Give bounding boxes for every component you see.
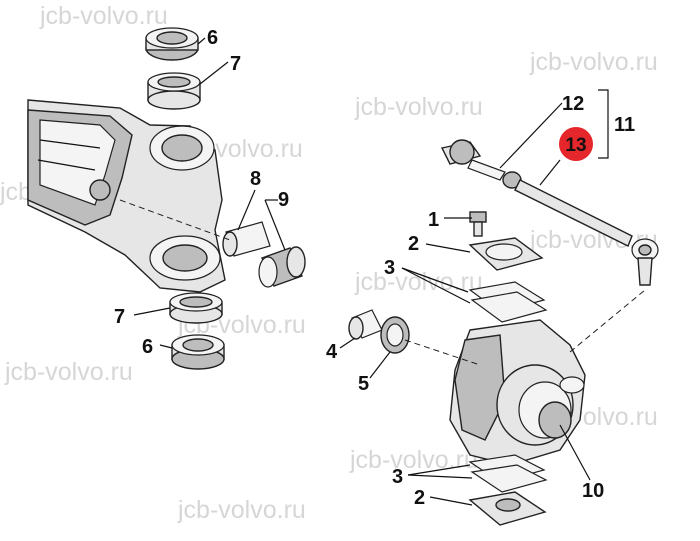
part-1-bolt xyxy=(469,211,487,237)
callout-1: 1 xyxy=(428,209,439,231)
tie-rod-assembly xyxy=(440,139,659,286)
part-8-bushing xyxy=(222,221,271,257)
callout-3-top: 3 xyxy=(384,257,395,279)
part-4-bushing xyxy=(348,309,383,340)
callout-13-highlight xyxy=(559,127,593,161)
watermark-12: jcb-volvo.ru xyxy=(177,496,306,524)
part-7-bottom-bearing xyxy=(169,292,223,324)
part-7-top-bearing xyxy=(147,72,201,110)
leader-lines xyxy=(133,37,609,506)
callout-4: 4 xyxy=(326,341,338,363)
part-2-top-plate xyxy=(468,237,544,271)
callout-7-bottom: 7 xyxy=(114,306,125,328)
callout-9: 9 xyxy=(278,189,289,211)
callout-6-bottom: 6 xyxy=(142,336,153,358)
callout-6-top: 6 xyxy=(207,27,218,49)
watermark-1: jcb-volvo.ru xyxy=(39,2,168,30)
callout-2-bottom: 2 xyxy=(414,487,425,509)
callout-7-top: 7 xyxy=(230,53,241,75)
part-5-seal xyxy=(380,316,410,354)
watermark-3: jcb-volvo.ru xyxy=(354,93,483,121)
part-6-bottom-cup xyxy=(171,334,225,370)
steering-knuckle xyxy=(449,319,586,466)
callout-8: 8 xyxy=(250,168,261,190)
part-3-top-shims xyxy=(468,281,548,323)
part-2-bottom-plate xyxy=(468,491,547,526)
callout-3-bottom: 3 xyxy=(392,466,403,488)
watermark-11: jcb-volvo.ru xyxy=(349,446,478,474)
callout-2-top: 2 xyxy=(408,233,419,255)
assembly-lines xyxy=(119,199,646,366)
watermark-2: jcb-volvo.ru xyxy=(529,48,658,76)
part-6-top-cup xyxy=(145,27,199,61)
watermark-7: jcb-volvo.ru xyxy=(354,268,483,296)
watermark-9: jcb-volvo.ru xyxy=(4,358,133,386)
axle-housing xyxy=(27,99,226,293)
callout-13: 13 xyxy=(565,135,586,156)
callout-10: 10 xyxy=(582,480,604,502)
callout-11: 11 xyxy=(614,114,635,136)
callout-5: 5 xyxy=(358,373,369,395)
part-9-seal xyxy=(258,246,306,288)
callouts: 6 7 8 9 7 6 1 2 3 4 5 10 3 2 12 11 13 xyxy=(114,27,635,509)
callout-12: 12 xyxy=(562,93,584,115)
part-3-bottom-shims xyxy=(468,454,548,493)
